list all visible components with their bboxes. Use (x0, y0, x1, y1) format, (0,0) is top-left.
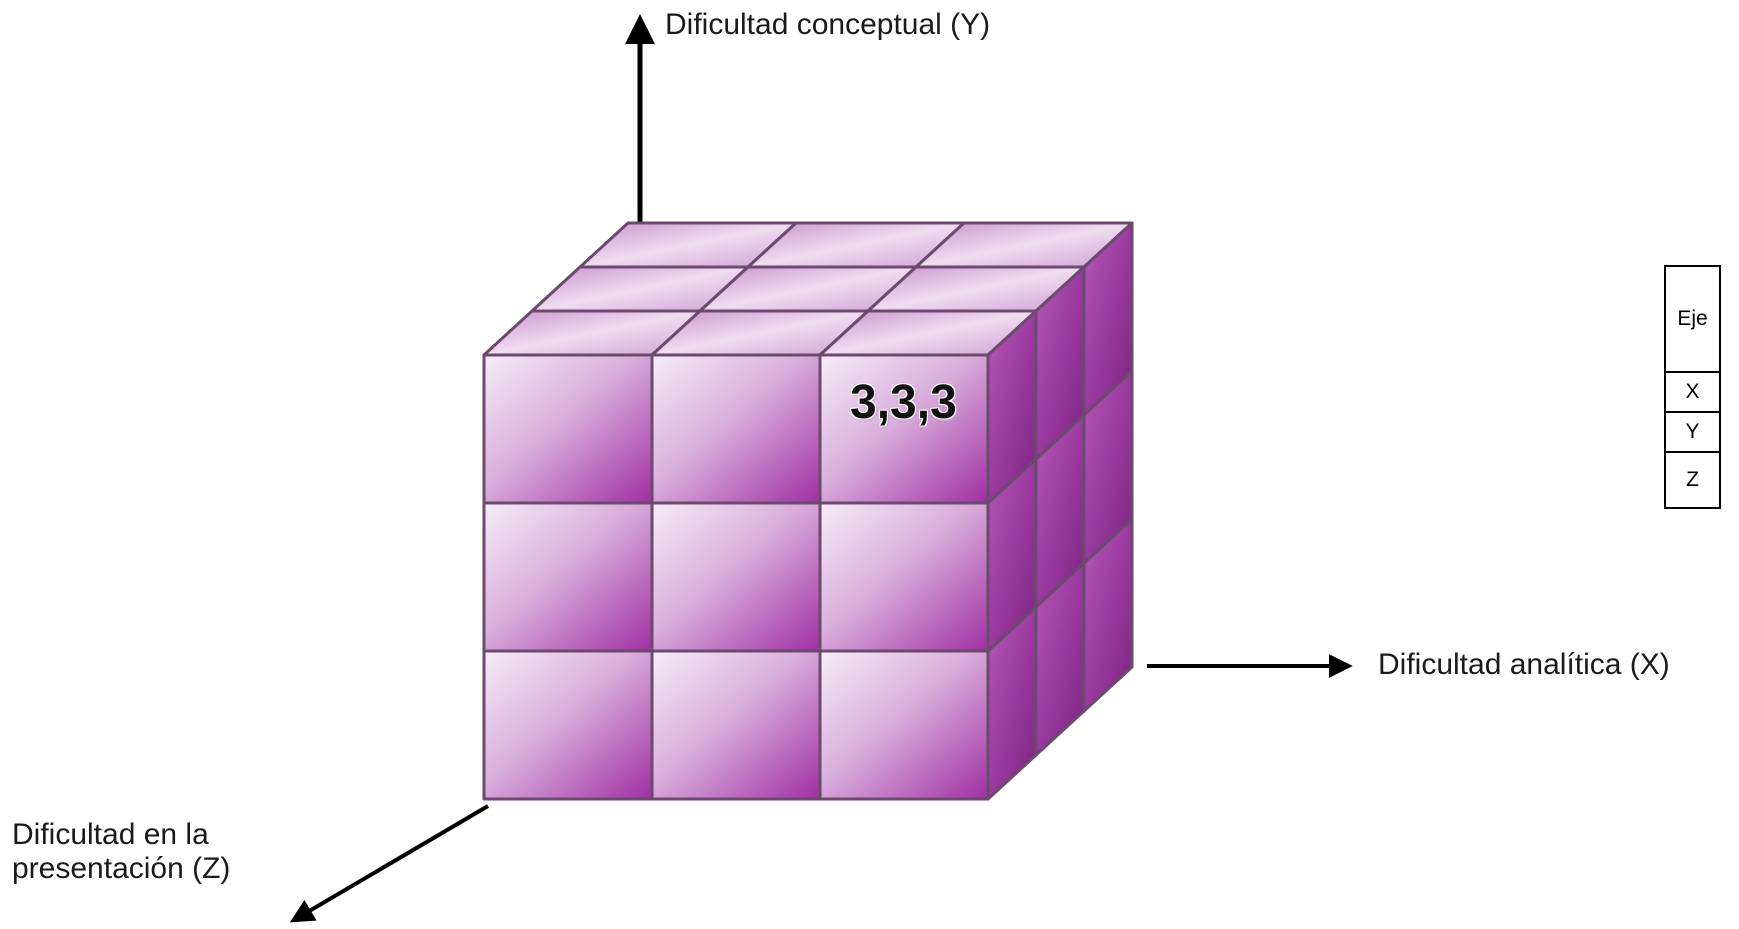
cube-front-cell (482, 353, 654, 505)
cube-front-cell (650, 501, 822, 653)
cube-front-cell (482, 501, 654, 653)
table-row: Z (1664, 451, 1721, 509)
cube-front-cell (818, 649, 990, 801)
cube-side-cell (1082, 517, 1134, 713)
y-axis-label: Dificultad conceptual (Y) (665, 8, 991, 41)
table-row: Y (1664, 411, 1721, 453)
z-axis-label-line1: Dificultad en la (12, 818, 209, 851)
z-axis-arrow (289, 804, 490, 923)
highlighted-cell-label: 3,3,3 (850, 376, 957, 429)
cube-front-cell (650, 649, 822, 801)
cube-3x3x3 (482, 221, 1134, 801)
table-cell-y: Y (1664, 411, 1721, 453)
cube-front-cell (482, 649, 654, 801)
cube-front-cell (818, 501, 990, 653)
cube-front-cell (650, 353, 822, 505)
axis-table: Eje X Y Z (1664, 265, 1721, 509)
table-cell-z: Z (1664, 451, 1721, 509)
x-axis-label: Dificultad analítica (X) (1378, 648, 1670, 681)
z-axis-label: Dificultad en la presentación (Z) (12, 818, 230, 886)
table-header-cell: Eje (1664, 265, 1721, 373)
table-header-row: Eje (1664, 265, 1721, 373)
table-row: X (1664, 371, 1721, 413)
z-axis-label-line2: presentación (Z) (12, 852, 231, 885)
table-cell-x: X (1664, 371, 1721, 413)
